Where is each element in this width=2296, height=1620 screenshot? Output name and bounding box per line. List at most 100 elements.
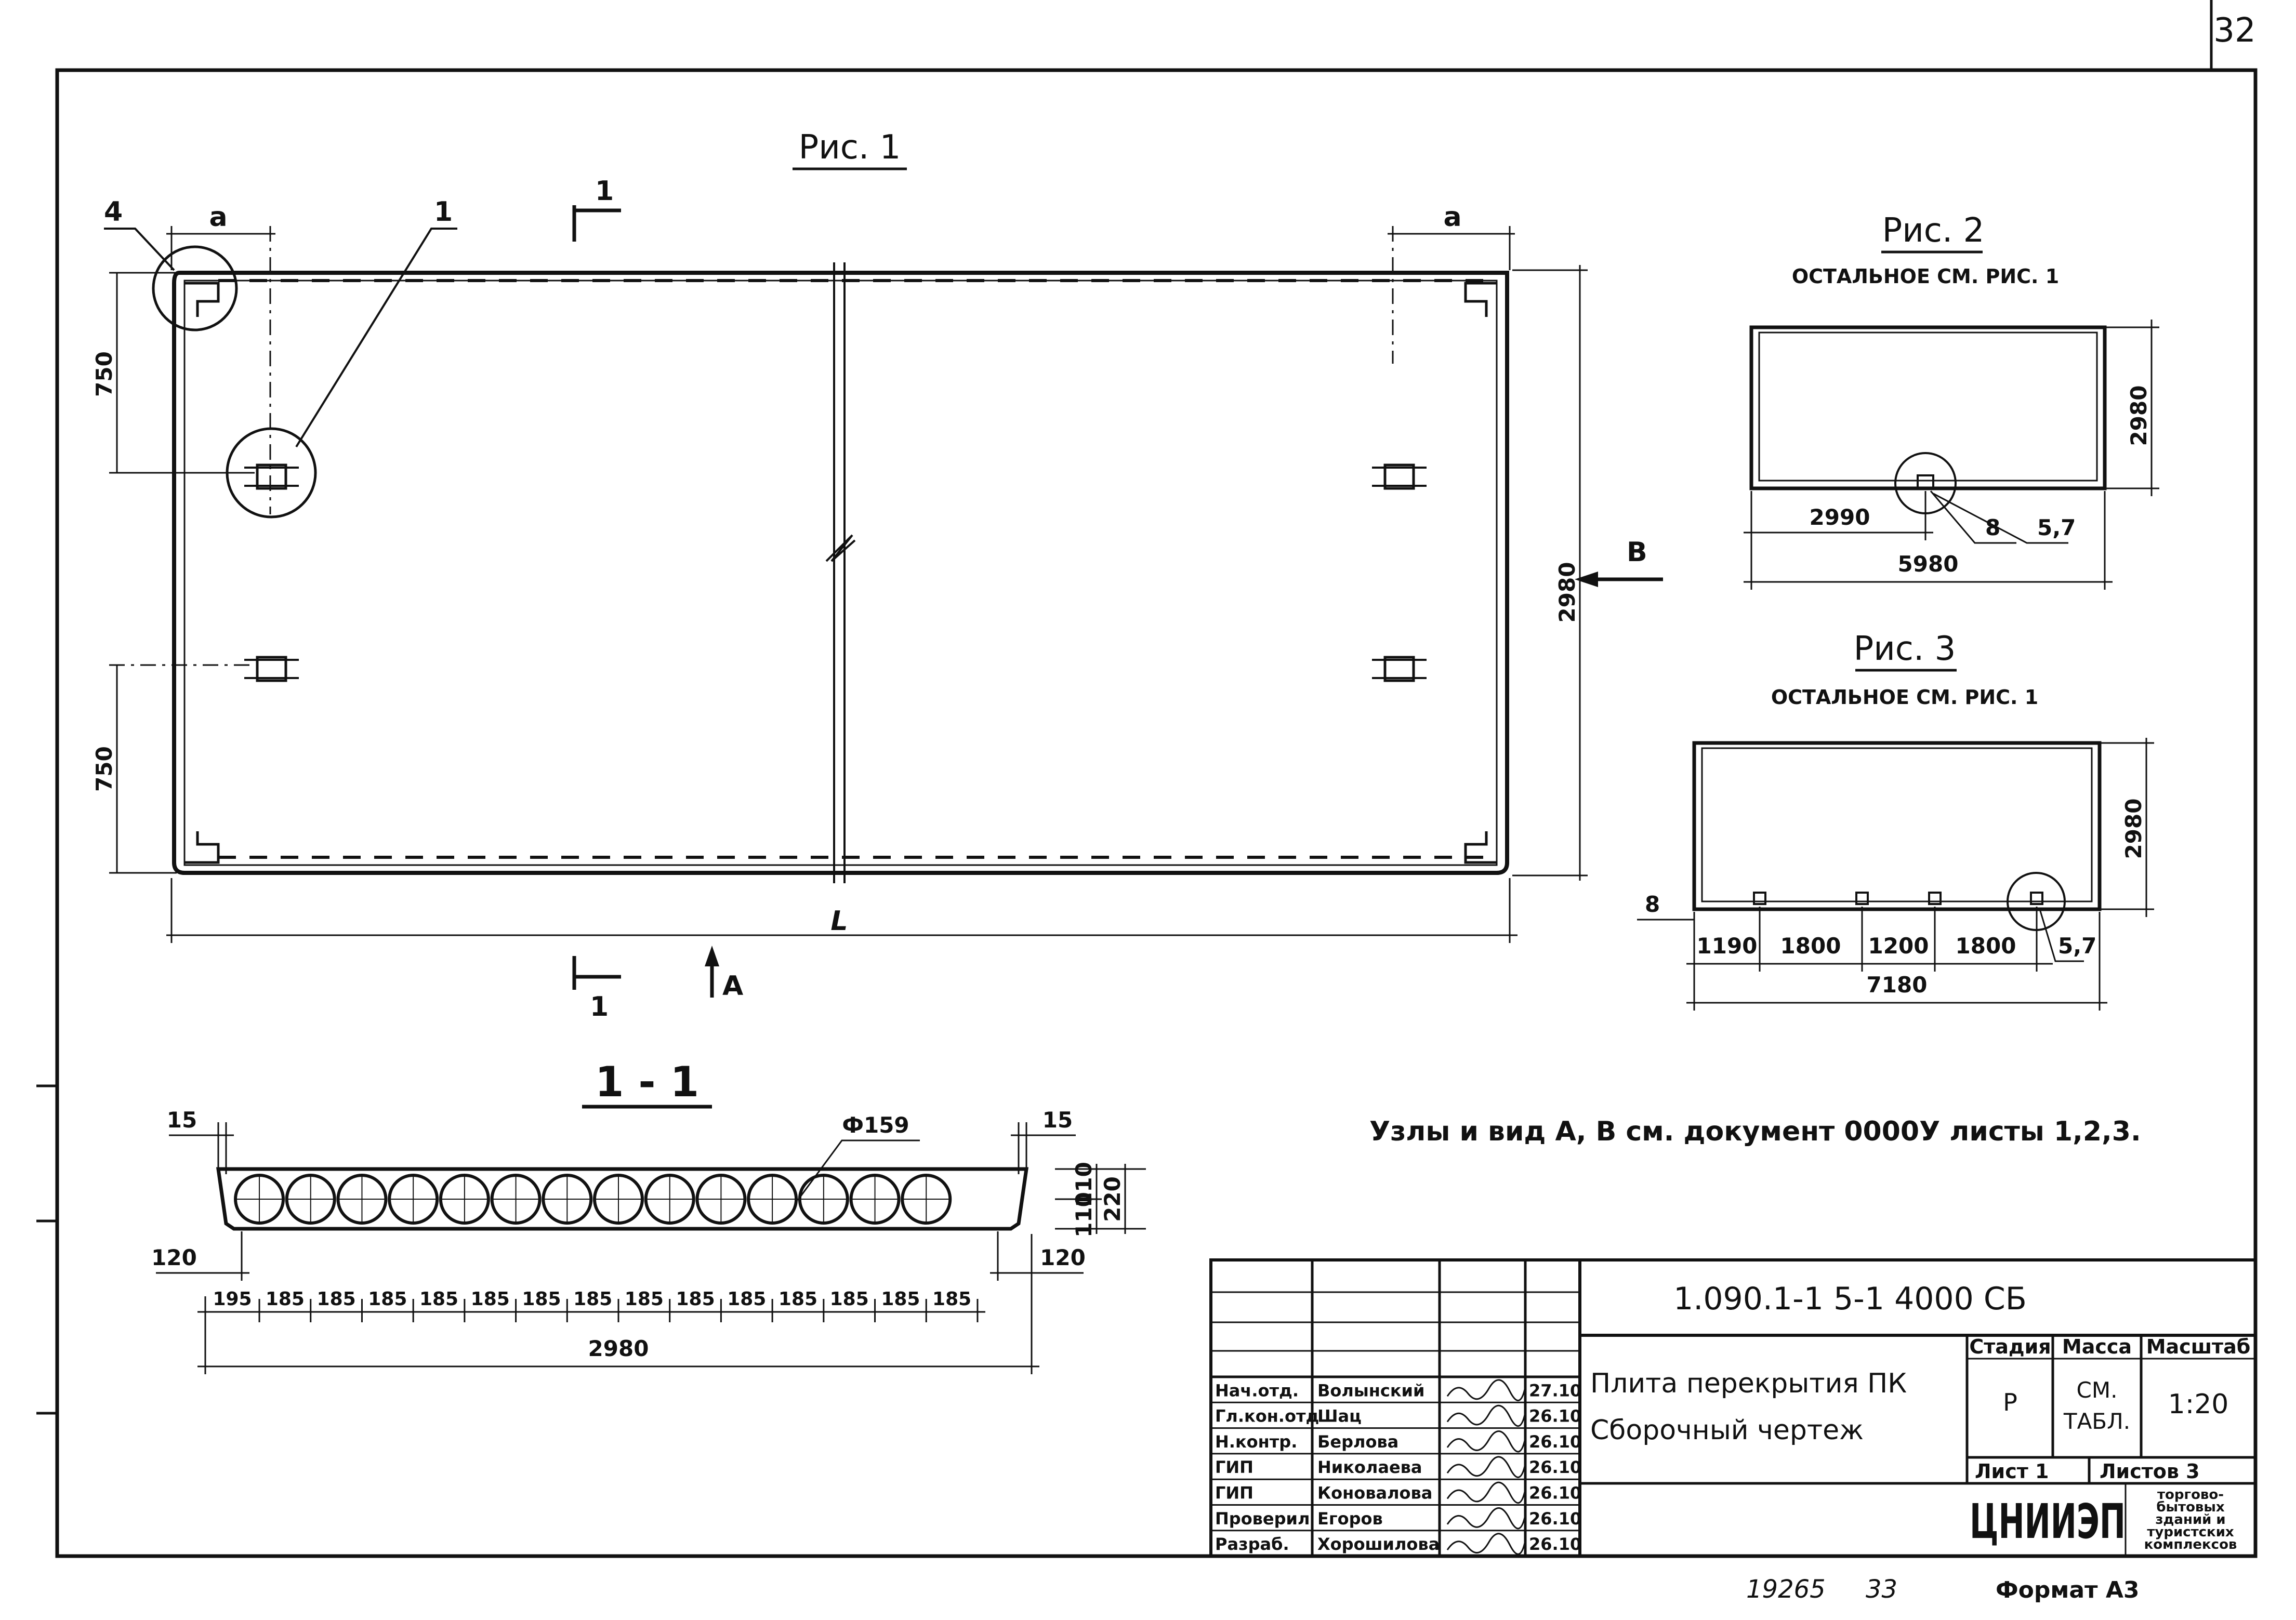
dim-750-top: 750 bbox=[91, 351, 117, 397]
signer-role: Гл.кон.отд bbox=[1215, 1406, 1319, 1426]
spacing-label: 185 bbox=[830, 1289, 869, 1310]
section-1-1: 1 - 1 Ф159 15 15 120 120 110 110 220 195… bbox=[151, 1058, 1146, 1374]
section-total: 2980 bbox=[588, 1336, 649, 1361]
view-b-label: B bbox=[1627, 537, 1647, 568]
dim-2980-fig1: 2980 bbox=[1554, 562, 1580, 623]
sheet-number: 32 bbox=[2213, 11, 2255, 50]
spacing-label: 185 bbox=[419, 1289, 458, 1310]
general-note: Узлы и вид А, В см. документ 0000У листы… bbox=[1369, 1116, 2141, 1147]
view-a-label: A bbox=[722, 971, 743, 1002]
org-subtitle-line: комплексов bbox=[2144, 1537, 2237, 1552]
section-dim-120-right: 120 bbox=[1040, 1245, 1086, 1270]
fig2-dim-5980: 5980 bbox=[1898, 551, 1959, 577]
spacing-label: 185 bbox=[778, 1289, 817, 1310]
lifting-loop bbox=[244, 463, 299, 490]
core-spacing-chain: 195 185 185 185 185 185 185 185 185 185 185 185 185 1… bbox=[197, 1289, 985, 1322]
spacing-label: 185 bbox=[676, 1289, 715, 1310]
spacing-label: 185 bbox=[266, 1289, 305, 1310]
col-stage: Стадия bbox=[1969, 1335, 2051, 1358]
section-dim-110: 110 bbox=[1071, 1162, 1097, 1207]
sheet-frame bbox=[55, 68, 2258, 1558]
inventory-number: 19265 bbox=[1746, 1575, 1826, 1604]
dim-a-right: a bbox=[1443, 202, 1461, 233]
spacing-label: 185 bbox=[881, 1289, 920, 1310]
org-subtitle-line: туристских bbox=[2147, 1524, 2234, 1540]
signer-date: 26.10 bbox=[1529, 1457, 1581, 1477]
spacing-label: 185 bbox=[625, 1289, 664, 1310]
signer-role: Проверил bbox=[1215, 1509, 1310, 1529]
spacing-label: 185 bbox=[368, 1289, 407, 1310]
fig3: Рис. 3 ОСТАЛЬНОЕ СМ. РИС. 1 2980 8 bbox=[1637, 630, 2154, 1011]
lifting-loop bbox=[1372, 656, 1427, 682]
fig2-callout-57: 5,7 bbox=[2037, 515, 2076, 540]
fig3-seg: 1800 bbox=[1956, 933, 2016, 959]
org-subtitle-line: торгово- bbox=[2157, 1487, 2224, 1503]
signature bbox=[1446, 1430, 1526, 1453]
section-dim-120-left: 120 bbox=[151, 1245, 197, 1270]
doc-name-line1: Плита перекрытия ПК bbox=[1590, 1368, 1907, 1399]
fig3-seg: 1190 bbox=[1697, 933, 1758, 959]
signature bbox=[1446, 1507, 1526, 1530]
section-mark-bottom: 1 bbox=[590, 991, 609, 1023]
signature bbox=[1446, 1379, 1526, 1401]
signer-date: 26.10 bbox=[1529, 1483, 1581, 1503]
fig3-subtitle: ОСТАЛЬНОЕ СМ. РИС. 1 bbox=[1771, 686, 2038, 709]
signer-name: Егоров bbox=[1317, 1509, 1383, 1529]
spacing-label: 185 bbox=[522, 1289, 561, 1310]
signer-name: Берлова bbox=[1317, 1432, 1398, 1452]
signer-name: Николаева bbox=[1317, 1457, 1422, 1477]
marker-1: 1 bbox=[434, 196, 453, 228]
signer-date: 26.10 bbox=[1529, 1534, 1581, 1554]
signature bbox=[1446, 1404, 1526, 1427]
dim-a-left: a bbox=[209, 202, 227, 233]
marker-4: 4 bbox=[104, 196, 123, 228]
fig1-title: Рис. 1 bbox=[799, 128, 901, 167]
org-name: ЦНИИЭП bbox=[1970, 1494, 2126, 1549]
fig3-seg: 1800 bbox=[1780, 933, 1841, 959]
scale-value: 1:20 bbox=[2168, 1389, 2229, 1420]
signer-role: Н.контр. bbox=[1215, 1432, 1297, 1452]
signer-name: Волынский bbox=[1317, 1380, 1424, 1400]
stage-value: Р bbox=[2003, 1388, 2017, 1416]
signer-date: 26.10 bbox=[1529, 1406, 1581, 1426]
fig1: Рис. 1 4 1 1 1 bbox=[91, 128, 1663, 1023]
spacing-label: 185 bbox=[727, 1289, 766, 1310]
section-dim-15-right: 15 bbox=[1043, 1107, 1073, 1133]
fig1-slab-outline bbox=[172, 271, 1509, 875]
signer-role: Нач.отд. bbox=[1215, 1380, 1299, 1400]
fig2: Рис. 2 ОСТАЛЬНОЕ СМ. РИС. 1 2980 2990 59… bbox=[1744, 211, 2159, 590]
fig2-dim-2990: 2990 bbox=[1810, 504, 1870, 530]
mass-value-2: ТАБЛ. bbox=[2063, 1409, 2130, 1434]
signer-role: Разраб. bbox=[1215, 1534, 1289, 1554]
signer-name: Шац bbox=[1317, 1406, 1362, 1426]
section-dim-15-left: 15 bbox=[167, 1107, 197, 1133]
sheets-field: Листов 3 bbox=[2100, 1460, 2200, 1483]
section-diameter: Ф159 bbox=[842, 1112, 909, 1138]
doc-name-line2: Сборочный чертеж bbox=[1590, 1415, 1864, 1446]
fig3-slab bbox=[1692, 741, 2102, 911]
section-dim-110: 110 bbox=[1071, 1192, 1097, 1238]
spacing-label: 185 bbox=[317, 1289, 356, 1310]
title-block: 1.090.1-1 5-1 4000 СБ Плита перекрытия П… bbox=[1209, 1258, 2257, 1558]
spacing-label: 195 bbox=[213, 1289, 252, 1310]
fig2-dim-2980: 2980 bbox=[2126, 386, 2152, 446]
hollow-cores bbox=[234, 1174, 952, 1225]
signature bbox=[1446, 1456, 1526, 1478]
mass-value-1: СМ. bbox=[2077, 1377, 2118, 1403]
fig3-callout-8: 8 bbox=[1645, 892, 1660, 917]
signer-name: Хорошилова bbox=[1317, 1534, 1440, 1554]
fig3-title: Рис. 3 bbox=[1854, 630, 1956, 668]
signer-date: 27.10 bbox=[1529, 1380, 1581, 1400]
signer-role: ГИП bbox=[1215, 1483, 1253, 1503]
section-title: 1 - 1 bbox=[595, 1058, 699, 1106]
signer-name: Коновалова bbox=[1317, 1483, 1432, 1503]
spacing-label: 185 bbox=[573, 1289, 612, 1310]
paper-format: Формат А3 bbox=[1996, 1577, 2140, 1603]
signature bbox=[1446, 1533, 1526, 1555]
spacing-label: 185 bbox=[471, 1289, 510, 1310]
fig2-callout-8: 8 bbox=[1985, 515, 2000, 540]
doc-code: 1.090.1-1 5-1 4000 СБ bbox=[1673, 1281, 2027, 1317]
